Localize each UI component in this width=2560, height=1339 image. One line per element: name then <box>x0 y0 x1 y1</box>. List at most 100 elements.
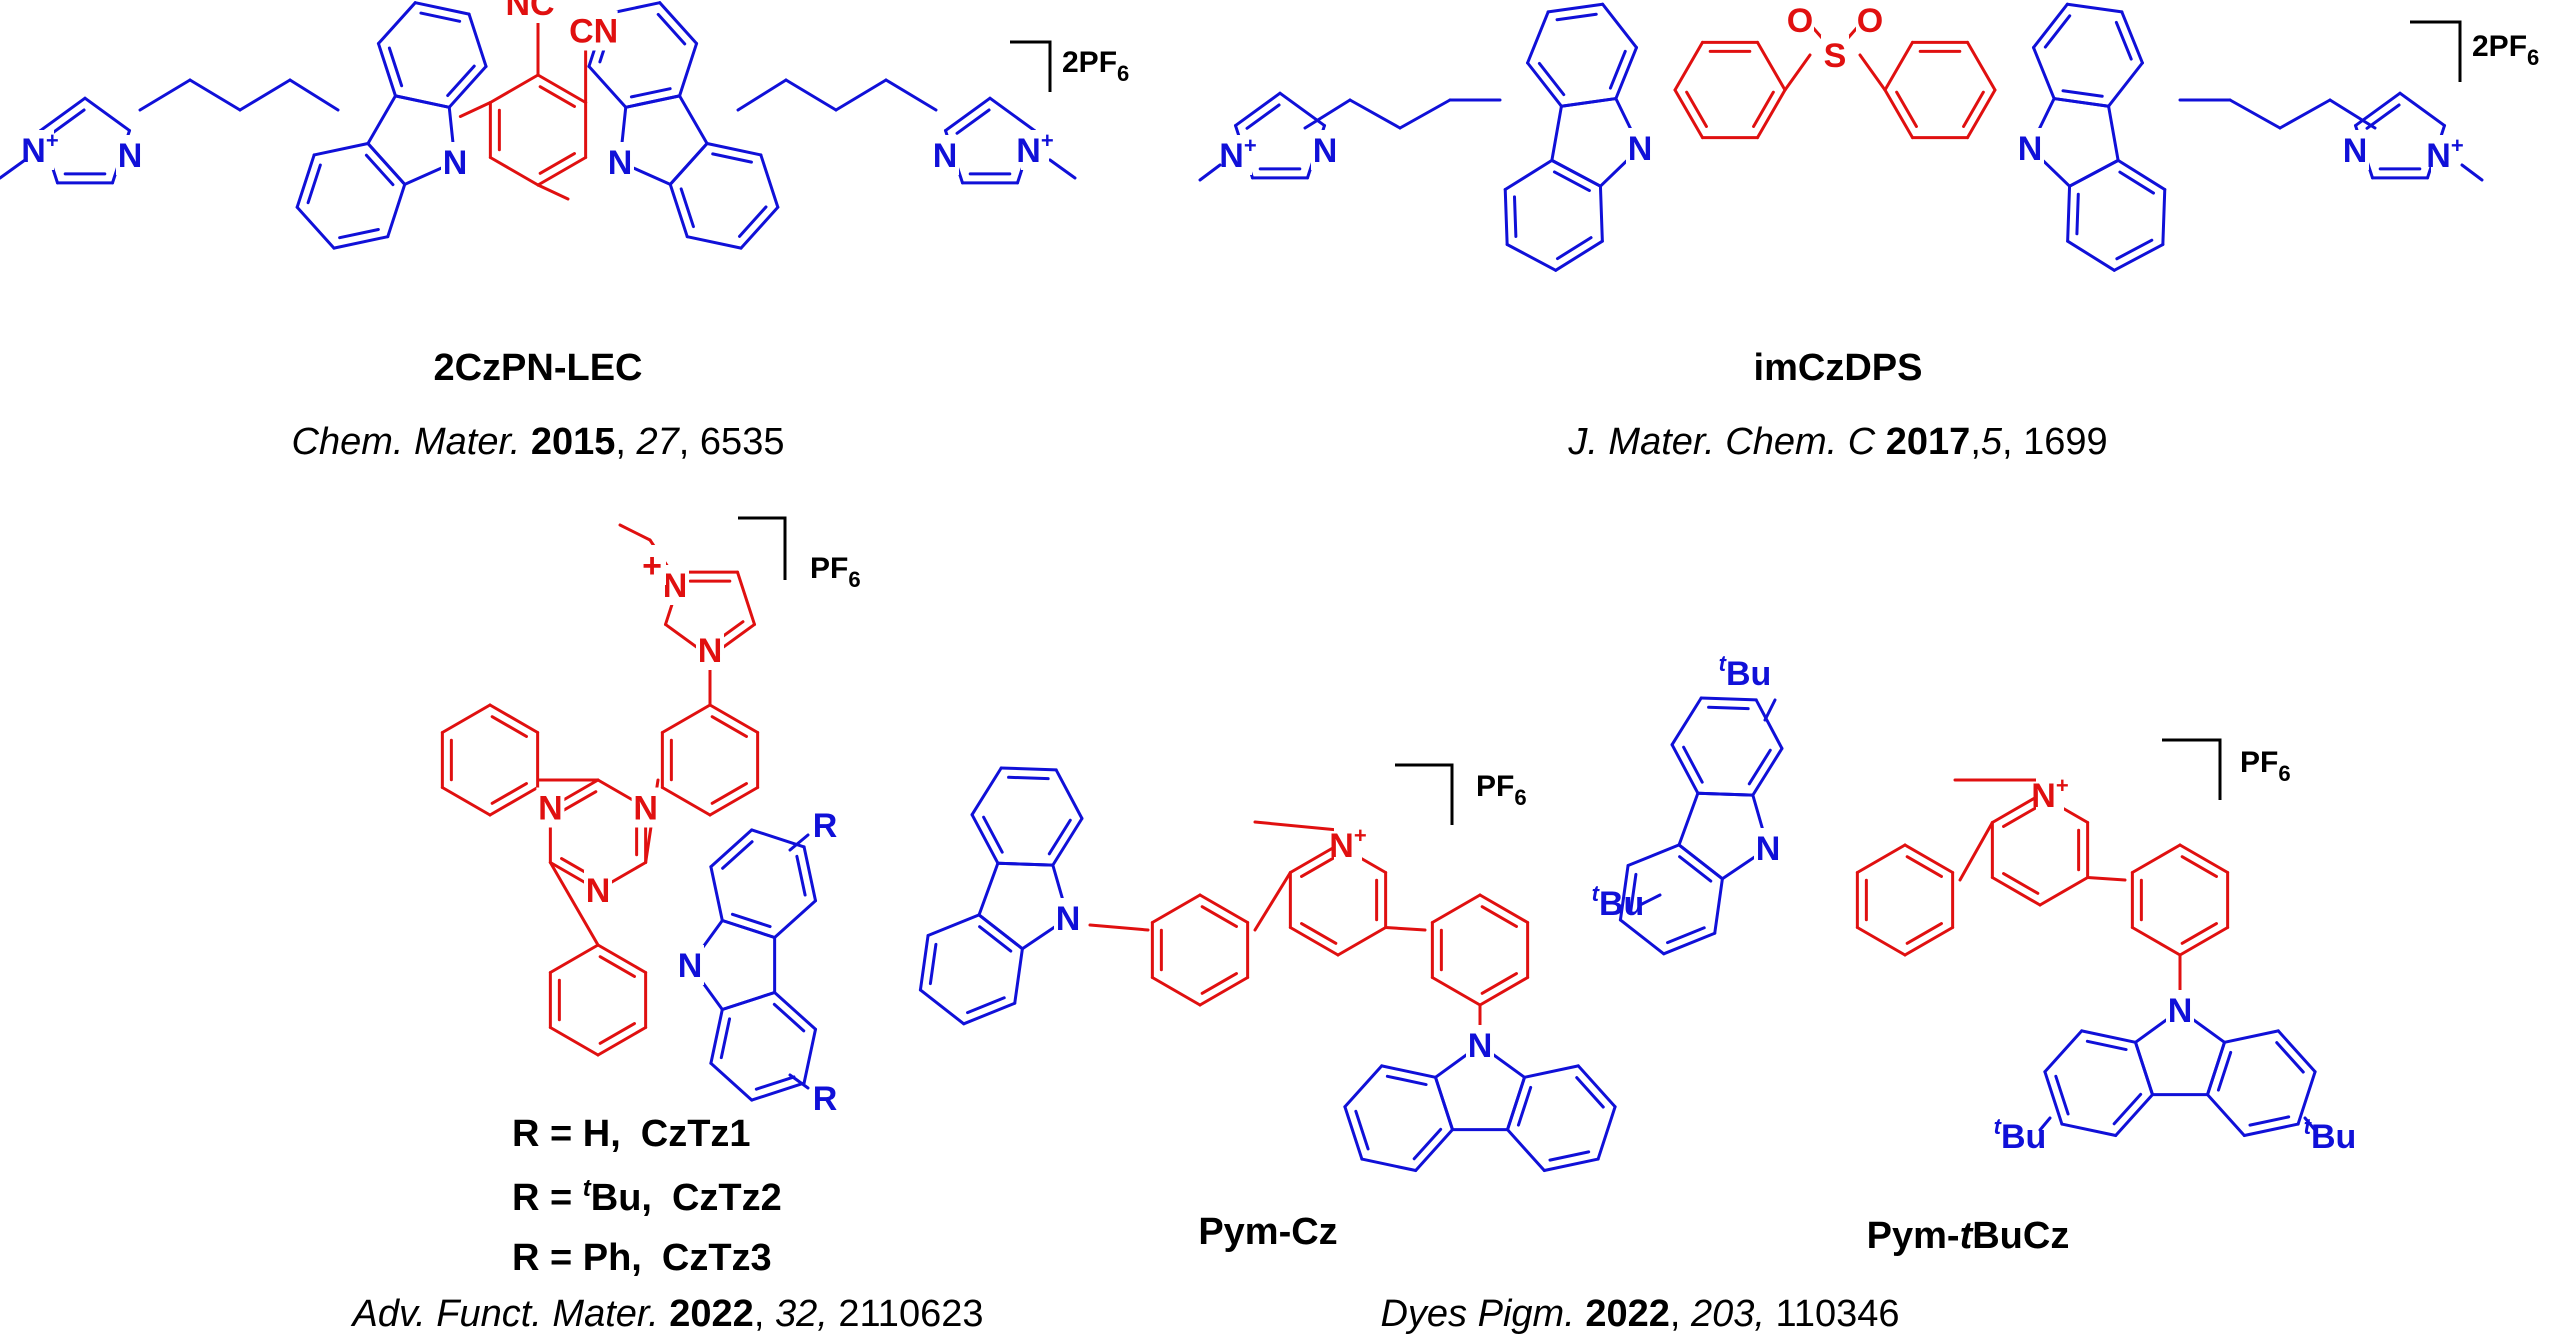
bond <box>736 78 788 112</box>
bond <box>2296 1070 2317 1126</box>
bond <box>784 78 838 112</box>
double-bond <box>966 996 1006 1015</box>
double-bond <box>982 815 1004 854</box>
bond <box>488 786 540 817</box>
bond <box>1503 188 1509 246</box>
bond <box>536 73 588 104</box>
bond <box>624 94 682 109</box>
bond <box>1713 877 1724 935</box>
double-bond <box>2118 170 2155 195</box>
bond <box>1506 1128 1546 1173</box>
double-bond <box>2075 192 2080 236</box>
bond <box>1430 893 1482 924</box>
bond <box>2116 158 2167 192</box>
double-bond <box>1300 855 1338 878</box>
atom-label-background <box>676 945 704 985</box>
double-bond <box>2248 1115 2291 1127</box>
triazine-nitrogen: N <box>538 790 563 828</box>
bond <box>366 94 397 145</box>
double-bond <box>2043 14 2072 49</box>
bond <box>2066 239 2116 272</box>
bond <box>918 933 930 992</box>
double-bond <box>538 85 576 108</box>
imidazolium-nitrogen: N <box>118 137 143 175</box>
double-bond <box>419 11 462 23</box>
bond <box>1756 40 1787 92</box>
double-bond <box>1354 1109 1370 1151</box>
double-bond <box>338 227 380 240</box>
atom-label-background <box>2166 990 2194 1030</box>
double-bond <box>1628 872 1638 916</box>
double-bond <box>928 942 938 986</box>
compound-name-2czpn: 2CzPN-LEC <box>433 347 642 389</box>
bond <box>2032 46 2056 101</box>
bond <box>705 141 763 157</box>
bond <box>1751 746 1784 797</box>
double-bond <box>50 108 86 135</box>
nitrile-label: NC <box>505 0 554 23</box>
bond <box>1288 843 1340 874</box>
double-bond <box>1537 61 1566 97</box>
bond <box>1526 61 1563 108</box>
bond <box>736 570 756 626</box>
compound-name-imczdps: imCzDPS <box>1754 347 1923 389</box>
bond <box>376 1 417 46</box>
bond <box>1990 876 2042 907</box>
bond <box>1522 1064 1580 1079</box>
bond <box>1051 816 1084 867</box>
bond <box>188 78 242 112</box>
double-bond <box>710 782 748 805</box>
counterion-cztz: PF6 <box>738 516 861 592</box>
double-bond <box>679 187 695 229</box>
double-bond <box>2002 872 2040 895</box>
svg-text:PF6: PF6 <box>810 552 861 592</box>
bond <box>709 828 754 869</box>
bond <box>1234 91 1282 128</box>
bond <box>750 1081 806 1102</box>
imidazolium-nitrogen: N <box>1313 132 1338 170</box>
oxygen-label: O <box>1787 2 1813 40</box>
bond <box>1398 98 1452 130</box>
compound-name-pymtbucz: Pym-tBuCz <box>1867 1215 2070 1257</box>
atom-label-background <box>569 10 618 51</box>
bond <box>1150 893 1202 924</box>
bond <box>1088 923 1150 932</box>
atom-label-background <box>584 870 612 910</box>
double-bond <box>2114 20 2133 61</box>
reference-cztz: Adv. Funct. Mater. 2022, 32, 2110623 <box>351 1293 984 1335</box>
bond <box>678 94 709 145</box>
bond <box>1559 97 1618 108</box>
double-bond <box>754 1075 796 1091</box>
double-bond <box>719 1017 732 1060</box>
methyl-bond <box>1048 158 1077 180</box>
nitrogen-label: N <box>1468 1027 1493 1065</box>
bond <box>2080 1029 2138 1044</box>
nitrogen-label: N <box>678 947 703 985</box>
bond <box>2228 98 2282 130</box>
bond <box>548 861 600 947</box>
atom-label-background <box>606 142 634 182</box>
bond <box>1677 843 1724 881</box>
bond <box>366 141 407 186</box>
bond <box>536 183 570 201</box>
double-bond <box>1678 855 1713 883</box>
tbu-label: tBu <box>1719 651 1772 693</box>
double-bond <box>560 790 598 813</box>
double-bond <box>2112 1092 2143 1126</box>
sulfur-label: S <box>1824 37 1847 75</box>
bond <box>1384 926 1427 932</box>
double-bond <box>2002 805 2040 828</box>
bond <box>1360 1157 1418 1173</box>
bond <box>1670 696 1703 747</box>
bond <box>2130 926 2182 957</box>
bond <box>1414 1128 1454 1173</box>
bond <box>2276 1029 2317 1074</box>
bond <box>709 865 724 923</box>
bond <box>668 182 689 239</box>
bond <box>2178 843 2230 874</box>
double-bond <box>1905 922 1943 945</box>
bond <box>759 153 780 209</box>
double-bond <box>721 840 754 870</box>
cztz-variant-2: R = tBu,CzTz2 <box>512 1175 782 1219</box>
imidazolium-nitrogen: N <box>698 632 723 670</box>
